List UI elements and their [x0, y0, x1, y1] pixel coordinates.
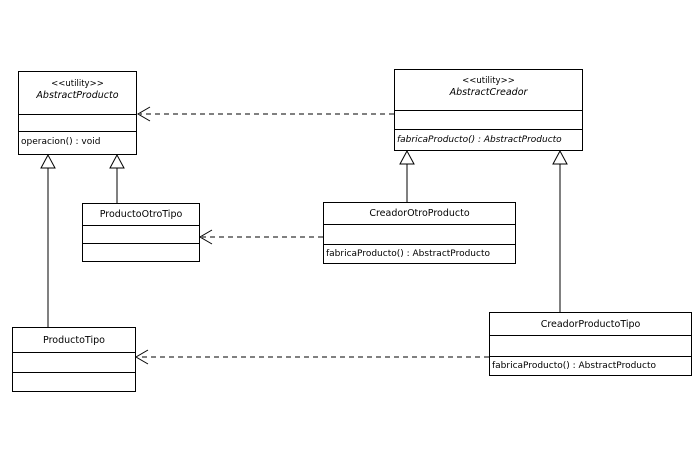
operations-compartment [83, 243, 199, 261]
generalization-triangle-1 [40, 153, 56, 169]
class-abstract-creador: <<utility>> AbstractCreador fabricaProdu… [394, 69, 583, 151]
class-name: AbstractCreador [449, 87, 528, 98]
class-abstract-producto: <<utility>> AbstractProducto operacion()… [18, 71, 137, 155]
class-header: <<utility>> AbstractProducto [19, 72, 136, 114]
attributes-compartment [83, 225, 199, 243]
class-name: AbstractProducto [36, 90, 119, 101]
operations-compartment: fabricaProducto() : AbstractProducto [490, 356, 691, 375]
generalization-triangle-4 [552, 149, 568, 165]
operations-compartment [13, 372, 135, 391]
stereotype-label: <<utility>> [51, 79, 104, 89]
attributes-compartment [19, 114, 136, 131]
stereotype-label: <<utility>> [462, 76, 515, 86]
class-header: <<utility>> AbstractCreador [395, 70, 582, 110]
class-creador-producto-tipo: CreadorProductoTipo fabricaProducto() : … [489, 312, 692, 376]
operations-compartment: operacion() : void [19, 131, 136, 154]
attributes-compartment [324, 224, 515, 244]
class-header: CreadorOtroProducto [369, 208, 470, 219]
dependency-arrowhead-2 [199, 229, 213, 245]
class-header: ProductoOtroTipo [99, 209, 183, 220]
generalization-triangle-2 [109, 153, 125, 169]
dependency-arrowhead-1 [137, 106, 151, 122]
class-header: ProductoTipo [43, 335, 105, 346]
attributes-compartment [13, 352, 135, 372]
class-producto-otro-tipo: ProductoOtroTipo [82, 203, 200, 262]
operations-compartment: fabricaProducto() : AbstractProducto [395, 129, 582, 150]
class-creador-otro-producto: CreadorOtroProducto fabricaProducto() : … [323, 202, 516, 264]
class-producto-tipo: ProductoTipo [12, 327, 136, 392]
dependency-arrowhead-3 [135, 349, 149, 365]
class-header: CreadorProductoTipo [540, 319, 641, 330]
attributes-compartment [395, 110, 582, 129]
attributes-compartment [490, 335, 691, 356]
operations-compartment: fabricaProducto() : AbstractProducto [324, 244, 515, 263]
generalization-triangle-3 [399, 149, 415, 165]
